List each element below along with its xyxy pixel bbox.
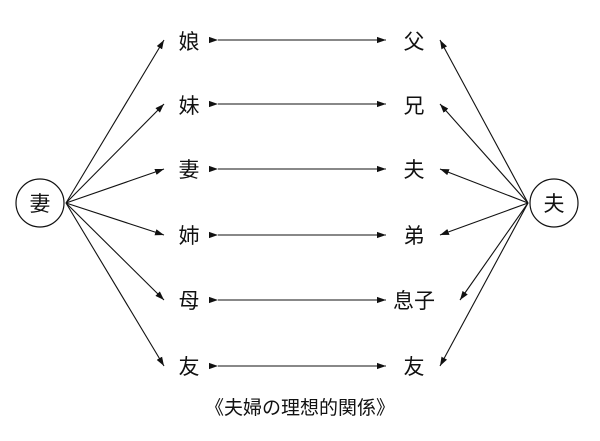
wife-hub-arrow (65, 168, 165, 204)
pair-row: 妻 夫 (65, 158, 529, 204)
wife-role-label: 妻 (179, 158, 200, 182)
wife-hub-arrow (65, 202, 165, 301)
husband-hub: 夫 (529, 178, 579, 228)
husband-hub-arrow (439, 168, 529, 204)
wife-role-label: 友 (179, 355, 200, 379)
husband-role-label: 息子 (393, 289, 435, 313)
pair-row: 友 友 (65, 202, 529, 379)
husband-hub-arrow (459, 202, 529, 301)
wife-hub-arrow (65, 103, 165, 204)
husband-role-label: 友 (404, 355, 425, 379)
husband-hub-label: 夫 (544, 192, 565, 216)
husband-hub-circle (529, 178, 579, 228)
wife-hub: 妻 (15, 178, 65, 228)
husband-hub-arrow (439, 202, 529, 236)
husband-role-label: 弟 (404, 224, 425, 248)
wife-hub-arrow (65, 202, 165, 367)
wife-role-label: 母 (179, 289, 200, 313)
husband-role-label: 夫 (404, 158, 425, 182)
pair-row: 母 息子 (65, 202, 529, 313)
wife-hub-arrow (65, 39, 165, 204)
wife-role-label: 娘 (179, 30, 200, 54)
husband-role-label: 兄 (404, 94, 425, 118)
husband-hub-arrow (439, 39, 529, 204)
wife-role-label: 妹 (179, 94, 200, 118)
pair-row: 姉 弟 (65, 202, 529, 248)
wife-hub-circle (15, 178, 65, 228)
diagram-caption: 《夫婦の理想的関係》 (205, 397, 395, 419)
wife-role-label: 姉 (179, 224, 200, 248)
wife-hub-arrow (65, 202, 165, 236)
wife-hub-label: 妻 (30, 192, 51, 216)
husband-role-label: 父 (404, 30, 425, 54)
pair-row: 娘 父 (65, 30, 529, 204)
husband-hub-arrow (439, 103, 529, 204)
husband-hub-arrow (439, 202, 529, 367)
pair-row: 妹 兄 (65, 94, 529, 204)
